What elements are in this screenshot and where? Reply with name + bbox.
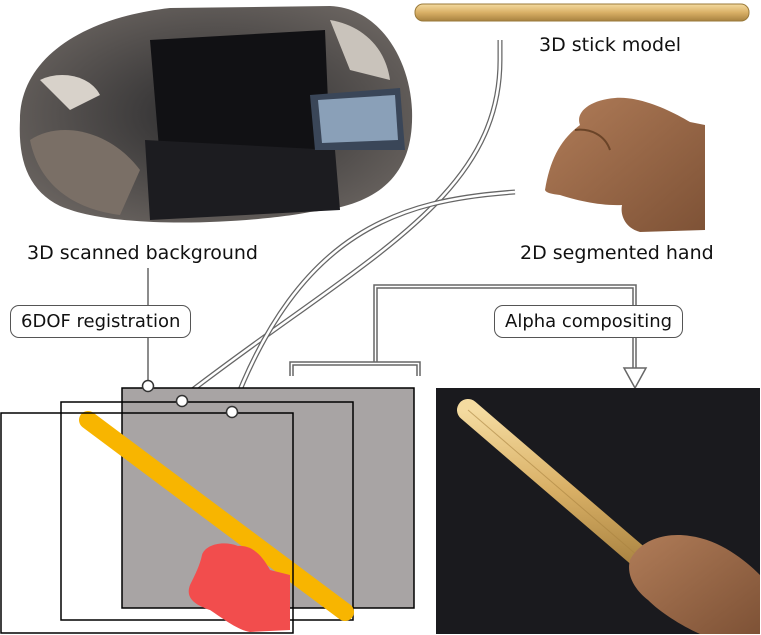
stick-model-label: 3D stick model	[539, 34, 682, 56]
background-label: 3D scanned background	[27, 242, 258, 264]
scanned-background-image	[19, 6, 413, 223]
stick-model-image	[414, 3, 750, 22]
compositing-label: Alpha compositing	[494, 305, 684, 338]
hand-layer	[0, 412, 294, 634]
connector-lines	[147, 40, 516, 411]
composite-result-image	[436, 388, 760, 634]
registration-label: 6DOF registration	[10, 305, 192, 338]
layer-dots	[141, 379, 239, 419]
stick-layer	[60, 401, 354, 621]
segmented-hand-image	[545, 97, 705, 232]
segmented-hand-label: 2D segmented hand	[520, 242, 714, 264]
